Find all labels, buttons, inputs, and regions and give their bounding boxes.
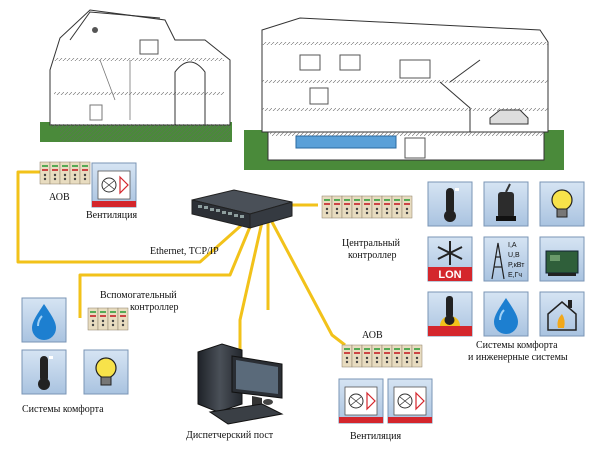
submersible-pump-icon — [483, 181, 529, 227]
central-controller-label-1: Центральный — [342, 238, 401, 249]
water-drop-icon — [483, 291, 529, 337]
generator-icon — [539, 236, 585, 282]
building-right-section — [244, 17, 564, 170]
vent-top-label: Вентиляция — [86, 210, 138, 221]
aov-bottom-label: АОВ — [362, 330, 383, 341]
ethernet-switch — [191, 189, 293, 229]
ventilation-fan-icon — [387, 378, 433, 424]
comfort-left-label: Системы комфорта — [22, 404, 104, 415]
central-controller-label-2: контроллер — [348, 250, 397, 261]
meter-line-4: E,Гч — [508, 272, 522, 279]
thermometer-icon — [427, 181, 473, 227]
power-meter-icon: I,A U,B P,кВт E,Гч — [483, 236, 529, 282]
water-drop-icon — [21, 297, 67, 343]
house-fire-icon — [539, 291, 585, 337]
central-controller — [321, 195, 413, 219]
meter-line-3: P,кВт — [508, 262, 525, 269]
light-bulb-icon — [539, 181, 585, 227]
aov-top-controller — [39, 161, 91, 185]
network-cables — [16, 170, 346, 385]
aux-controller-label-1: Вспомогательный — [100, 290, 177, 301]
vent-bottom-label: Вентиляция — [350, 431, 402, 442]
ventilation-fan-icon — [91, 162, 137, 208]
light-bulb-icon — [83, 349, 129, 395]
ethernet-label: Ethernet, TCP/IP — [150, 246, 219, 257]
comfort-right-label-2: и инженерные системы — [468, 352, 568, 363]
snowflake-lon-icon: LON — [427, 236, 473, 282]
outdoor-sun-thermometer-icon — [427, 291, 473, 337]
aux-controller-label-2: контроллер — [130, 302, 179, 313]
aov-top-label: АОВ — [49, 192, 70, 203]
meter-line-2: U,B — [508, 252, 520, 259]
dispatch-workstation — [197, 343, 284, 425]
meter-line-1: I,A — [508, 242, 517, 249]
ventilation-fan-icon — [338, 378, 384, 424]
auxiliary-controller — [87, 307, 129, 331]
building-left-section — [40, 9, 232, 142]
thermometer-icon — [21, 349, 67, 395]
dispatch-label: Диспетчерский пост — [186, 430, 274, 441]
aov-bottom-controller — [341, 344, 423, 368]
comfort-right-label-1: Системы комфорта — [476, 340, 558, 351]
lon-text: LON — [438, 269, 461, 281]
